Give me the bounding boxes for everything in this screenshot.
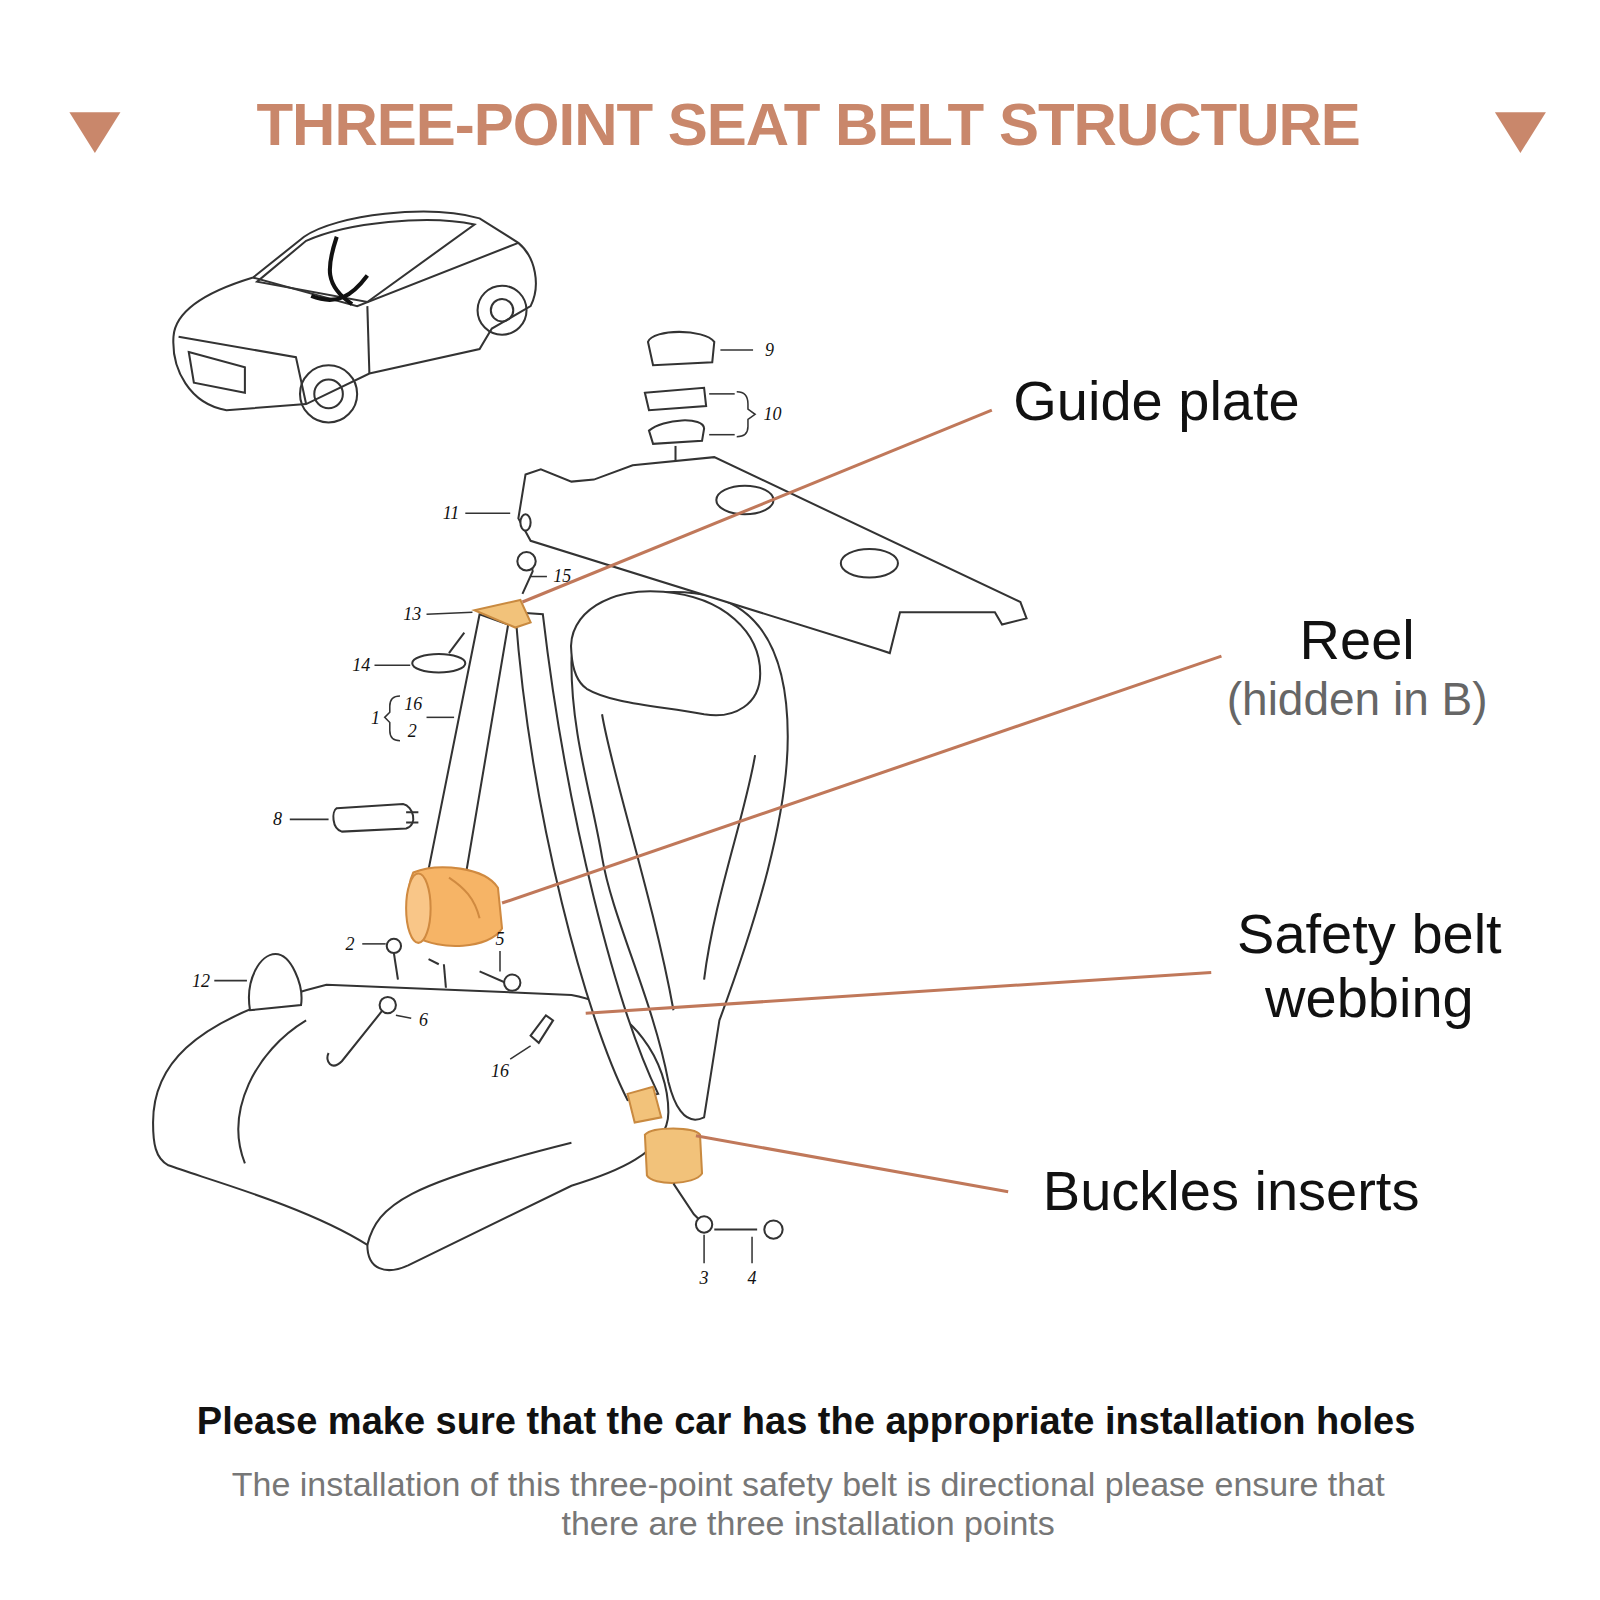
caption: Please make sure that the car has the ap… [197, 1400, 1416, 1444]
callout-number: 5 [496, 928, 505, 949]
seat-sketch [153, 591, 788, 1270]
callout-number: 13 [403, 604, 421, 625]
parts-sketch [249, 332, 1027, 1239]
callout-number: 16 [404, 694, 422, 715]
callout-number: 10 [763, 404, 781, 425]
leader-lines [502, 410, 1221, 1192]
title: THREE-POINT SEAT BELT STRUCTURE [256, 90, 1359, 159]
callout-number: 11 [443, 503, 460, 524]
car-sketch [173, 212, 536, 423]
callout-number: 15 [553, 565, 571, 586]
callout-label: Buckles inserts [1043, 1159, 1420, 1223]
callout-number: 4 [748, 1267, 757, 1288]
callout-number: 16 [491, 1061, 509, 1082]
belt-sketch [427, 612, 659, 1100]
callout-number: 9 [765, 340, 774, 361]
callout-number: 2 [408, 720, 417, 741]
callout-number: 12 [192, 970, 210, 991]
callout-number: 6 [419, 1010, 428, 1031]
callout-note: (hidden in B) [1227, 673, 1488, 726]
note: The installation of this three-point saf… [228, 1465, 1388, 1543]
callout-label: Reel [1300, 608, 1415, 672]
callout-label: Guide plate [1013, 369, 1299, 433]
callout-number: 8 [273, 809, 282, 830]
callout-number: 14 [352, 655, 370, 676]
callout-number: 3 [700, 1267, 709, 1288]
callout-number: 1 [371, 708, 380, 729]
callout-label: Safety belt webbing [1219, 902, 1519, 1031]
callout-ticks [214, 350, 755, 1263]
callout-number: 2 [346, 934, 355, 955]
